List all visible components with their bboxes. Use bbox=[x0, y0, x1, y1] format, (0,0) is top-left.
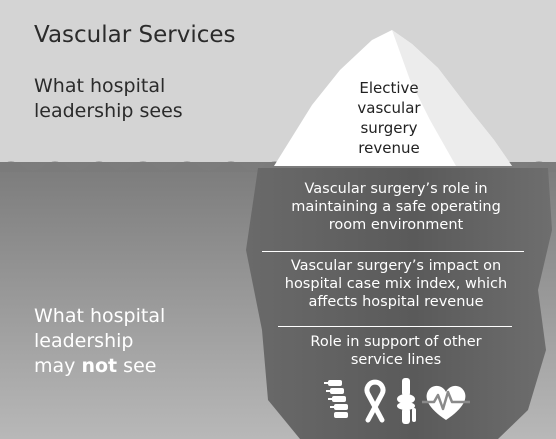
hidden-item-line: Vascular surgery’s impact on bbox=[290, 258, 502, 274]
spine-icon bbox=[324, 380, 348, 418]
iceberg-tip-label: Elective vascular surgery revenue bbox=[336, 78, 442, 158]
service-line-icons bbox=[324, 378, 470, 424]
below-water-label-emphasis: not bbox=[81, 355, 118, 377]
hidden-item-line: affects hospital revenue bbox=[308, 294, 484, 310]
iceberg-tip-line: revenue bbox=[358, 139, 420, 157]
below-water-label-line: What hospital bbox=[34, 305, 166, 327]
below-water-label: What hospital leadership may not see bbox=[34, 304, 165, 379]
hidden-item-safe-or: Vascular surgery’s role in maintaining a… bbox=[262, 180, 530, 234]
iceberg-tip-line: Elective bbox=[359, 79, 419, 97]
hidden-item-service-lines: Role in support of other service lines bbox=[280, 333, 512, 369]
item-divider bbox=[262, 251, 524, 252]
above-water-label: What hospital leadership sees bbox=[34, 74, 183, 124]
iceberg-tip-line: vascular bbox=[357, 99, 421, 117]
knee-joint-icon bbox=[397, 378, 416, 424]
below-water-label-suffix: see bbox=[123, 355, 157, 377]
iceberg-tip-shade bbox=[392, 30, 512, 166]
below-water-label-prefix: may bbox=[34, 355, 76, 377]
hidden-item-line: Vascular surgery’s role in bbox=[304, 181, 488, 197]
hidden-item-line: room environment bbox=[328, 217, 464, 233]
awareness-ribbon-icon bbox=[364, 379, 386, 423]
hidden-item-line: hospital case mix index, which bbox=[284, 276, 508, 292]
hidden-item-line: maintaining a safe operating bbox=[291, 199, 501, 215]
hidden-item-line: service lines bbox=[350, 352, 442, 368]
above-water-label-line: leadership sees bbox=[34, 100, 183, 122]
iceberg-tip-line: surgery bbox=[360, 119, 418, 137]
above-water-label-line: What hospital bbox=[34, 75, 166, 97]
diagram-title: Vascular Services bbox=[34, 22, 236, 48]
below-water-label-line: leadership bbox=[34, 330, 134, 352]
heart-rhythm-icon bbox=[422, 385, 470, 420]
iceberg-underwater bbox=[246, 168, 552, 439]
below-water-label-line: may not see bbox=[34, 354, 165, 379]
hidden-item-line: Role in support of other bbox=[310, 334, 482, 350]
hidden-item-case-mix: Vascular surgery’s impact on hospital ca… bbox=[262, 257, 530, 311]
item-divider bbox=[278, 326, 512, 327]
